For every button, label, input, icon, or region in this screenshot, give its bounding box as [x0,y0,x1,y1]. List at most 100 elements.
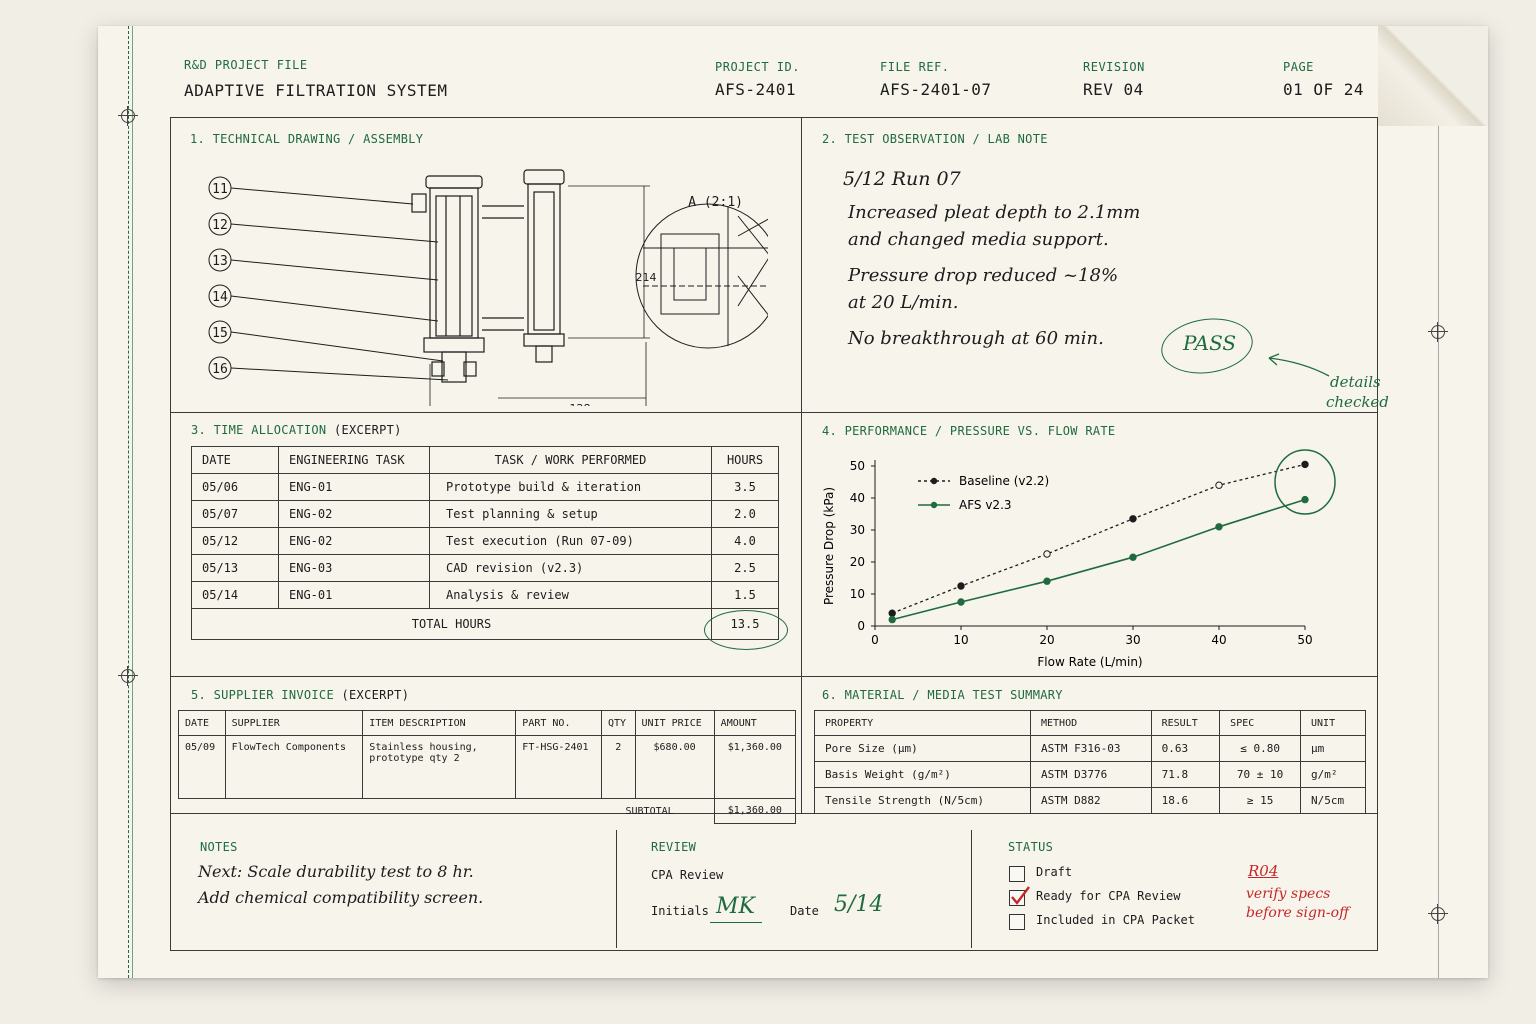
total-hours-label: TOTAL HOURS [191,608,712,640]
subtotal-row: SUBTOTAL$1,360.00 [178,798,797,824]
table-cell: 05/13 [191,554,279,582]
column-header: SPEC [1219,710,1302,736]
red-note: verify specs [1246,886,1331,902]
data-point [1043,550,1051,558]
review-date: 5/14 [834,892,884,917]
table-cell: 05/06 [191,473,279,501]
notes-line: Next: Scale durability test to 8 hr. [198,862,474,881]
annotation-arrow [1268,353,1330,377]
x-tick-label: 50 [1297,633,1312,647]
checkmark-icon [1011,886,1030,905]
pass-stamp: PASS [1183,331,1237,355]
project-id: AFS-2401 [715,80,797,99]
performance-section-title: 4. PERFORMANCE / PRESSURE VS. FLOW RATE [822,424,1116,438]
data-point [1301,460,1309,469]
status-checkbox[interactable] [1009,886,1030,906]
table-cell: Pore Size (µm) [814,735,1031,762]
table-cell: ASTM D3776 [1030,761,1152,788]
dimension-lines: 214 128 [429,185,657,406]
registration-mark [118,666,138,686]
table-cell: Stainless housing, prototype qty 2 [362,735,517,799]
column-header: QTY [600,710,636,736]
y-tick-label: 50 [850,459,865,473]
table-cell: CAD revision (v2.3) [429,554,712,582]
series-line-1 [892,498,1306,621]
table-cell: 05/07 [191,500,279,528]
table-cell: 1.5 [711,581,779,609]
project-id-label: PROJECT ID. [715,60,800,74]
status-option-label: Draft [1036,865,1073,879]
x-tick-label: 30 [1125,633,1140,647]
data-point [888,609,896,617]
x-tick-label: 0 [871,633,879,647]
table-cell: Basis Weight (g/m²) [814,761,1031,788]
svg-text:A (2:1): A (2:1) [688,195,743,210]
table-cell: Analysis & review [429,581,712,609]
table-cell: ASTM F316-03 [1030,735,1152,762]
status-checkbox[interactable] [1009,914,1025,930]
row-divider [170,676,1378,677]
y-axis-label: Pressure Drop (kPa) [822,487,836,605]
status-checkbox[interactable] [1009,866,1025,882]
table-cell: g/m² [1300,761,1366,788]
time-section-title: 3. TIME ALLOCATION (EXCERPT) [191,423,402,437]
table-cell: 18.6 [1150,787,1221,814]
table-cell: Prototype build & iteration [429,473,712,501]
highlight-circle [1274,449,1336,515]
table-cell: ENG-01 [278,581,430,609]
table-cell: FT-HSG-2401 [515,735,602,799]
callout-11: 11 [208,176,414,205]
table-cell: $680.00 [634,735,715,799]
table-cell: N/5cm [1300,787,1366,814]
page-curl [1378,26,1488,126]
notes-label: NOTES [200,840,238,854]
invoice-section-title: 5. SUPPLIER INVOICE (EXCERPT) [191,688,409,702]
lab-note-line: Increased pleat depth to 2.1mm [848,202,1141,223]
status-option-label: Ready for CPA Review [1036,889,1181,903]
initials-label: Initials [651,904,709,918]
svg-text:11: 11 [212,182,228,197]
data-point [1129,553,1137,561]
data-point [957,598,965,606]
binding-margin-line [128,26,129,978]
footer-divider [971,830,972,948]
callout-12: 12 [208,212,439,243]
file-ref: AFS-2401-07 [880,80,992,99]
data-point [957,582,965,590]
red-note-revision: R04 [1248,862,1279,880]
table-cell: ENG-02 [278,500,430,528]
table-cell: 05/14 [191,581,279,609]
column-header: SUPPLIER [224,710,364,736]
x-tick-label: 20 [1039,633,1054,647]
column-divider [801,117,802,813]
right-margin-line [1438,26,1439,978]
table-cell: 71.8 [1150,761,1221,788]
legend-swatch-dot [930,501,938,509]
column-header: ITEM DESCRIPTION [362,710,517,736]
table-cell: ≤ 0.80 [1219,735,1302,762]
lab-note-line: and changed media support. [848,229,1109,250]
legend-label: AFS v2.3 [959,498,1012,512]
column-header: UNIT PRICE [634,710,715,736]
table-cell: $1,360.00 [713,735,797,799]
invoice-section-title-text: 5. SUPPLIER INVOICE [191,688,334,702]
lab-note-line: Pressure drop reduced ~18% [848,265,1119,286]
x-axis-label: Flow Rate (L/min) [1037,655,1142,669]
y-tick-label: 20 [850,555,865,569]
time-section-title-text: 3. TIME ALLOCATION [191,423,327,437]
table-cell: 2 [600,735,636,799]
table-cell: 3.5 [711,473,779,501]
svg-text:12: 12 [212,218,228,233]
legend-label: Baseline (v2.2) [959,474,1049,488]
revision: REV 04 [1083,80,1144,99]
total-hours-circle [704,610,788,650]
table-cell: µm [1300,735,1366,762]
column-header: ENGINEERING TASK [278,446,430,474]
